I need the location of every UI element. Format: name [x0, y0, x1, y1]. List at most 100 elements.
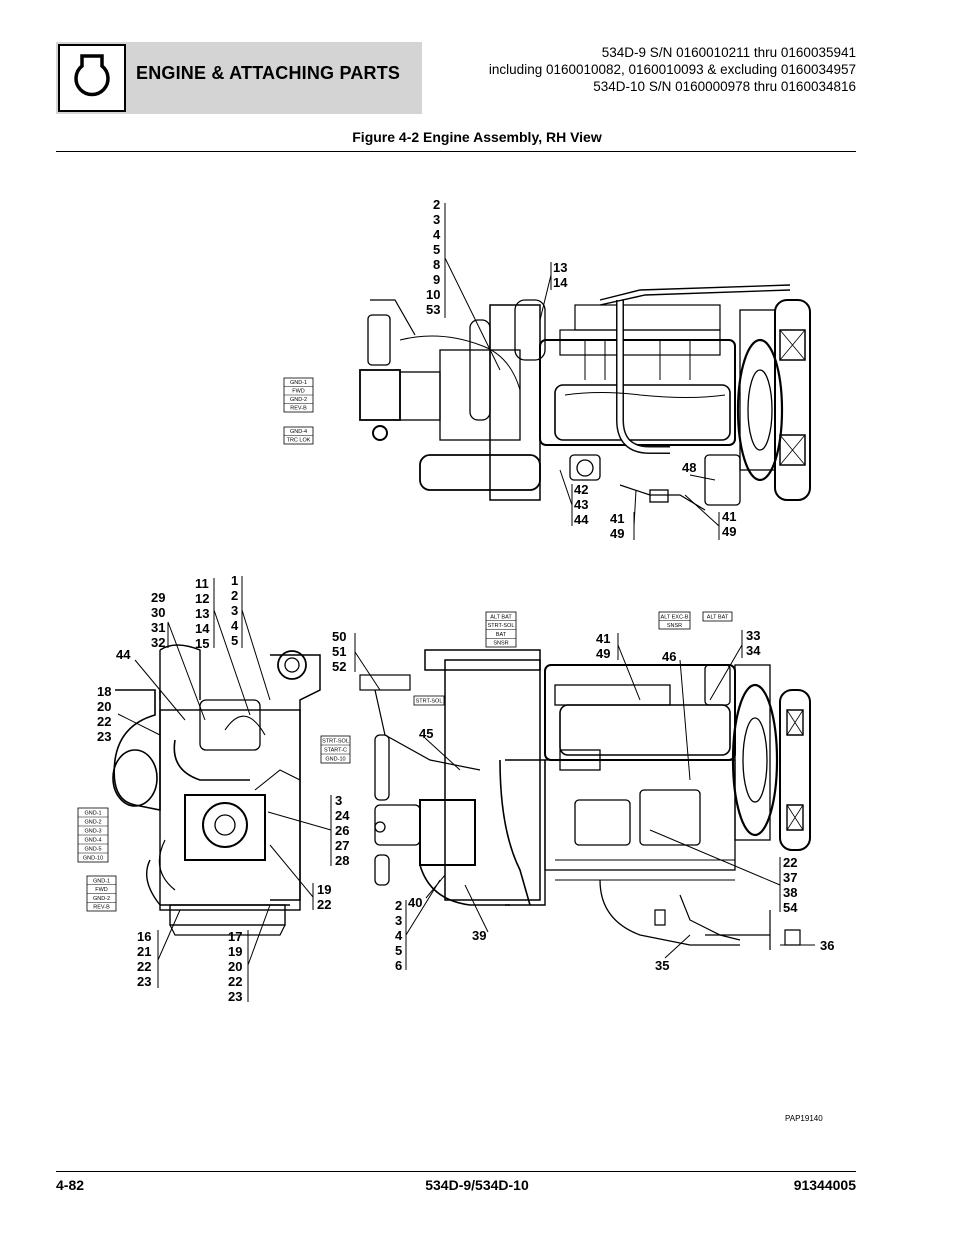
callout-number: 22: [137, 959, 151, 974]
wire-tag-br-strt: STRT-SOL: [413, 695, 445, 706]
wire-tag-label: GND-10: [325, 757, 345, 763]
callout-number: 3: [231, 603, 238, 618]
callout-number: 4: [231, 618, 239, 633]
engine-icon: [58, 44, 126, 112]
callout-number: 22: [317, 897, 331, 912]
callout-number: 23: [97, 729, 111, 744]
callout-number: 15: [195, 636, 209, 651]
callout-number: 12: [195, 591, 209, 606]
drawing-id: PAP19140: [785, 1114, 823, 1123]
callout-number: 22: [97, 714, 111, 729]
serial-line: including 0160010082, 0160010093 & exclu…: [488, 62, 856, 77]
callout-number: 49: [610, 526, 624, 541]
callout-number: 50: [332, 629, 346, 644]
top-engine-view: [359, 284, 811, 511]
callout-number: 20: [228, 959, 242, 974]
callout-number: 3: [335, 793, 342, 808]
wire-tag-label: GND-2: [93, 896, 110, 902]
wire-tag-label: STRT-SOL: [416, 699, 443, 705]
callout-numbers: 2 3 4 5 8 9 10 53 13 14 42 43 44 41 49 4…: [97, 197, 834, 1004]
section-title: ENGINE & ATTACHING PARTS: [136, 63, 401, 83]
callout-number: 31: [151, 620, 165, 635]
callout-number: 42: [574, 482, 588, 497]
wire-tag-label: SNSR: [493, 641, 508, 647]
callout-number: 29: [151, 590, 165, 605]
callout-number: 35: [655, 958, 669, 973]
callout-number: 45: [419, 726, 433, 741]
callout-number: 13: [553, 260, 567, 275]
callout-number: 2: [433, 197, 440, 212]
wire-tag-label: GND-4: [290, 429, 307, 435]
wire-tag-label: BAT: [496, 632, 507, 638]
callout-number: 49: [722, 524, 736, 539]
serial-range: 534D-9 S/N 0160010211 thru 0160035941 in…: [489, 44, 856, 95]
callout-number: 22: [783, 855, 797, 870]
wire-tag-label: ALT BAT: [490, 615, 512, 621]
callout-number: 5: [231, 633, 238, 648]
document-number: 91344005: [793, 1177, 856, 1193]
callout-number: 39: [472, 928, 486, 943]
wire-tag-label: STRT-SOL: [488, 623, 515, 629]
wire-tag-bl-c: STRT-SOL START-C GND-10: [320, 735, 351, 764]
wire-tag-br-alt: ALT BAT STRT-SOL BAT SNSR: [485, 611, 517, 648]
wire-tag-label: ALT BAT: [707, 615, 729, 621]
callout-number: 13: [195, 606, 209, 621]
callout-number: 6: [395, 958, 402, 973]
wire-tag-label: GND-2: [84, 820, 101, 826]
callout-number: 36: [820, 938, 834, 953]
callout-number: 1: [231, 573, 238, 588]
callout-number: 19: [317, 882, 331, 897]
wire-tag-label: STRT-SOL: [322, 739, 349, 745]
callout-number: 23: [137, 974, 151, 989]
serial-line: 534D-10 S/N 0160000978 thru 0160034816: [593, 79, 856, 94]
wire-tag-label: REV-B: [93, 905, 110, 911]
callout-number: 3: [395, 913, 402, 928]
wire-tag-label: REV-B: [290, 406, 307, 412]
wire-tag-label: FWD: [95, 887, 108, 893]
wire-tag-label: SNSR: [667, 623, 682, 629]
wire-tag-bl-b: GND-1 FWD GND-2 REV-B: [86, 875, 117, 912]
wire-tag-top-b: GND-4 TRC LOK: [283, 426, 314, 445]
callout-number: 2: [395, 898, 402, 913]
figure-title: Figure 4-2 Engine Assembly, RH View: [352, 129, 602, 145]
callout-number: 9: [433, 272, 440, 287]
callout-number: 14: [553, 275, 568, 290]
callout-number: 41: [610, 511, 624, 526]
engine-line-art: [112, 284, 811, 950]
serial-line: 534D-9 S/N 0160010211 thru 0160035941: [601, 45, 856, 60]
wire-tags: GND-1 FWD GND-2 REV-B GND-4 TRC LOK GND-…: [77, 377, 733, 912]
callout-number: 30: [151, 605, 165, 620]
callout-number: 20: [97, 699, 111, 714]
bottom-left-pump-view: [112, 644, 321, 936]
callout-number: 22: [228, 974, 242, 989]
callout-number: 41: [722, 509, 736, 524]
page-number: 4-82: [56, 1177, 85, 1193]
callout-number: 19: [228, 944, 242, 959]
wire-tag-label: START-C: [324, 748, 347, 754]
wire-tag-label: GND-1: [290, 380, 307, 386]
callout-number: 46: [662, 649, 676, 664]
callout-number: 33: [746, 628, 760, 643]
callout-number: 51: [332, 644, 346, 659]
footer-divider: [56, 1171, 856, 1172]
wire-tag-label: GND-1: [93, 879, 110, 885]
bottom-right-engine-view: [359, 649, 811, 950]
callout-number: 21: [137, 944, 151, 959]
callout-number: 14: [195, 621, 210, 636]
callout-number: 3: [433, 212, 440, 227]
wire-tag-label: FWD: [292, 389, 305, 395]
callout-number: 32: [151, 635, 165, 650]
wire-tag-label: TRC LOK: [287, 438, 311, 444]
callout-number: 8: [433, 257, 440, 272]
callout-number: 4: [433, 227, 441, 242]
wire-tag-label: GND-10: [83, 856, 103, 862]
callout-number: 10: [426, 287, 440, 302]
callout-number: 2: [231, 588, 238, 603]
callout-number: 17: [228, 929, 242, 944]
wire-tag-label: ALT EXC-B: [661, 615, 689, 621]
callout-number: 44: [116, 647, 131, 662]
wire-tag-label: GND-1: [84, 811, 101, 817]
callout-number: 53: [426, 302, 440, 317]
callout-number: 5: [433, 242, 440, 257]
